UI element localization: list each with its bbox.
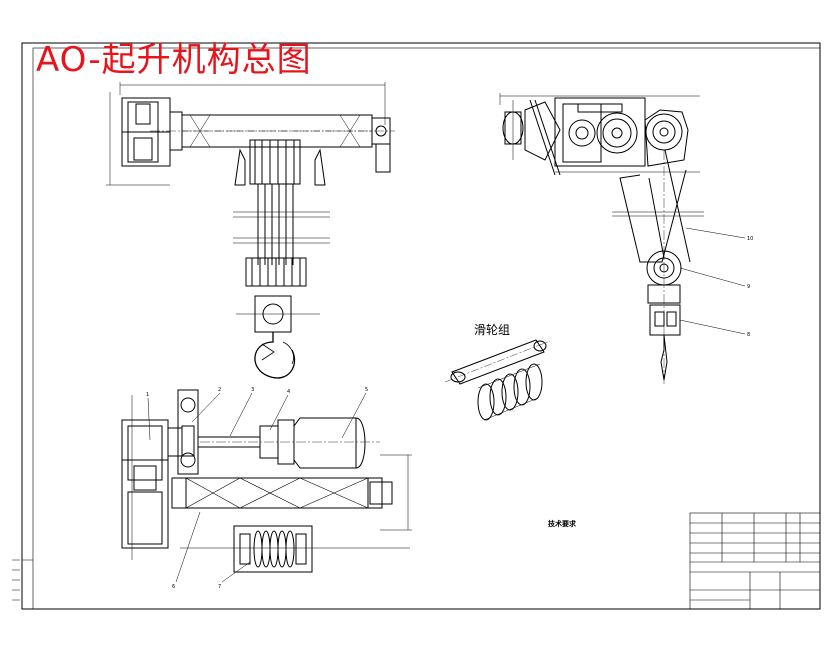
technical-requirements: 技术要求 (548, 520, 698, 529)
title-block (689, 512, 821, 610)
callout-9: 9 (747, 284, 750, 290)
callout-4: 4 (287, 389, 290, 395)
mechanism-plan-view (121, 389, 412, 583)
pulley-group-detail (444, 339, 551, 421)
callout-6: 6 (172, 584, 175, 590)
hoist-side-view (499, 93, 746, 385)
callout-5: 5 (365, 387, 368, 393)
outer-frame (21, 42, 821, 610)
callout-10: 10 (747, 236, 753, 242)
callout-2: 2 (218, 387, 221, 393)
technical-requirements-title: 技术要求 (548, 520, 576, 528)
callout-3: 3 (251, 387, 254, 393)
drawing-title: AO-起升机构总图 (36, 40, 312, 80)
inner-frame (32, 47, 821, 610)
pulley-group-label: 滑轮组 (474, 323, 510, 337)
drum-assembly-top-view (106, 82, 395, 379)
callout-7: 7 (218, 584, 221, 590)
callout-8: 8 (747, 332, 750, 338)
side-marks (12, 559, 20, 601)
callout-1: 1 (146, 392, 149, 398)
